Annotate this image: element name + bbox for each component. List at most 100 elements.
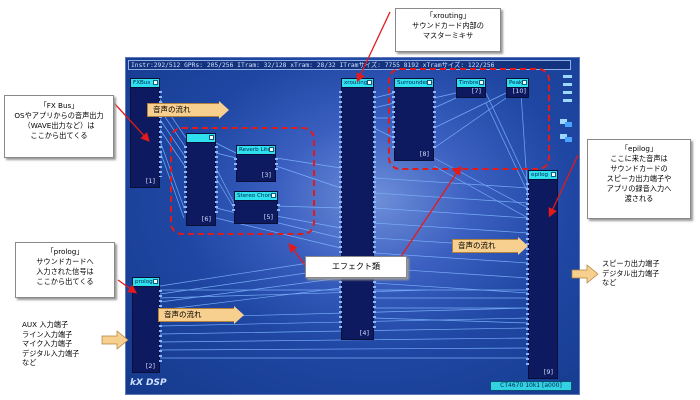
module-header: Stereo Chorus [235,192,277,201]
module-header: Timbre [457,79,485,88]
toolbar-button[interactable] [563,75,572,78]
prolog-callout: 「prolog」 サウンドカードへ 入力された信号は ここから出てくる [15,242,115,298]
module-title: FXBus [133,80,151,86]
module-menu-button[interactable] [153,279,158,284]
effect-module-6[interactable]: [6] [184,133,218,226]
prolog-module[interactable]: prolog [2] [132,277,162,373]
input-ports [526,183,529,368]
module-title: Stereo Chorus [237,193,277,199]
output-terminal: スピーカ出力端子 [602,259,660,268]
module-index: [5] [263,213,273,221]
input-ports [392,91,395,150]
input-terminals-list: AUX 入力端子 ライン入力端子 マイク入力端子 デジタル入力端子 など [22,320,79,368]
module-menu-button[interactable] [479,80,484,85]
module-title: Reverb Lite [239,147,271,153]
module-menu-button[interactable] [271,193,276,198]
callout-line: OSやアプリからの音声出力 [14,111,104,120]
output-terminal: など [602,278,617,287]
module-menu-button[interactable] [427,80,432,85]
module-index: [7] [471,87,481,95]
output-ports [277,204,280,213]
route-icon[interactable] [560,133,572,142]
callout-title: 「prolog」 [46,247,84,256]
module-menu-button[interactable] [153,80,158,85]
output-ports [215,146,218,215]
callout-title: 「epilog」 [620,144,658,153]
flow-label: 音声の流れ [458,241,496,250]
xrouting-callout: 「xrouting」 サウンドカード内部の マスターミキサ [395,8,501,52]
stereo-chorus-module[interactable]: Stereo Chorus [5] [232,191,280,224]
callout-line: 渡される [624,194,654,203]
surrounder-module[interactable]: Surrounder+ [8] [392,78,436,161]
callout-title: 「xrouting」 [425,11,471,20]
callout-line: マスターミキサ [422,31,474,40]
callout-line: （WAVE出力など）は [23,121,95,130]
module-title: Peak [509,80,523,86]
module-menu-button[interactable] [269,147,274,152]
toolbar-button[interactable] [563,91,572,94]
module-header: Reverb Lite [237,146,275,155]
module-header: Surrounder+ [395,79,433,88]
input-ports [339,91,342,329]
module-index: [6] [201,215,211,223]
toolbar-button[interactable] [563,83,572,86]
flow-label: 音声の流れ [164,310,202,319]
module-index: [8] [419,150,429,158]
kx-dsp-logo: kX DSP [130,378,167,388]
output-ports [159,290,162,362]
module-menu-button[interactable] [367,80,372,85]
timbre-module[interactable]: Timbre [7] [456,78,486,98]
module-index: [2] [145,362,155,370]
module-header: prolog [133,278,159,287]
input-ports [232,204,235,213]
fxbus-header: FXBus [131,79,159,88]
input-ports [184,146,187,215]
input-terminal: AUX 入力端子 [22,320,69,329]
epilog-callout: 「epilog」 ここに来た音声は サウンドカードの スピーカ出力端子や アプリ… [587,139,691,219]
output-terminals-list: スピーカ出力端子 デジタル出力端子 など [602,259,660,288]
effects-group-highlight [170,127,315,235]
callout-title: エフェクト類 [332,262,380,271]
callout-line: 入力された信号は [36,267,94,276]
module-index: [10] [512,87,526,95]
callout-title: 「FX Bus」 [39,101,79,110]
module-menu-button[interactable] [522,80,527,85]
output-terminal: デジタル出力端子 [602,268,660,278]
module-title: Surrounder+ [397,80,433,86]
input-ports [234,158,237,171]
output-ports [159,91,162,177]
input-terminal: ライン入力端子 [22,329,73,339]
module-index: [4] [359,329,369,337]
peak-module[interactable]: Peak [10] [506,78,529,98]
output-ports [373,91,376,329]
callout-line: スピーカ出力端子や [606,174,672,183]
module-header: epilog [529,171,557,180]
module-title: Timbre [459,80,479,86]
reverb-lite-module[interactable]: Reverb Lite [3] [234,145,278,182]
signal-flow-arrow: 音声の流れ [452,237,528,255]
callout-line: アプリの録音入力へ [606,184,672,193]
module-menu-button[interactable] [551,172,556,177]
callout-line: ここから出てくる [36,277,94,286]
callout-line: サウンドカード内部の [412,21,484,30]
module-index: [1] [145,177,155,185]
board-id-label: CT4670 10k1 [a000] [490,381,572,391]
module-header: xrouting [342,79,373,88]
mixer-group-highlight [388,68,550,170]
fxbus-callout: 「FX Bus」 OSやアプリからの音声出力 （WAVE出力など）は ここから出… [4,95,114,158]
callout-line: ここから出てくる [30,131,88,140]
module-header [187,134,215,143]
callout-line: サウンドカードの [610,164,668,173]
flow-label: 音声の流れ [153,105,191,114]
callout-line: サウンドカードへ [36,257,94,266]
module-index: [3] [261,171,271,179]
input-terminal: マイク入力端子 [22,339,73,348]
toolbar-button[interactable] [563,99,572,102]
fxbus-module[interactable]: FXBus [1] [130,78,162,188]
epilog-module[interactable]: epilog [9] [526,170,558,379]
xrouting-module[interactable]: xrouting [4] [339,78,376,340]
settings-icon[interactable] [560,118,572,127]
module-menu-button[interactable] [209,135,214,140]
signal-flow-arrow: 音声の流れ [147,101,229,119]
module-title: epilog [531,172,549,178]
